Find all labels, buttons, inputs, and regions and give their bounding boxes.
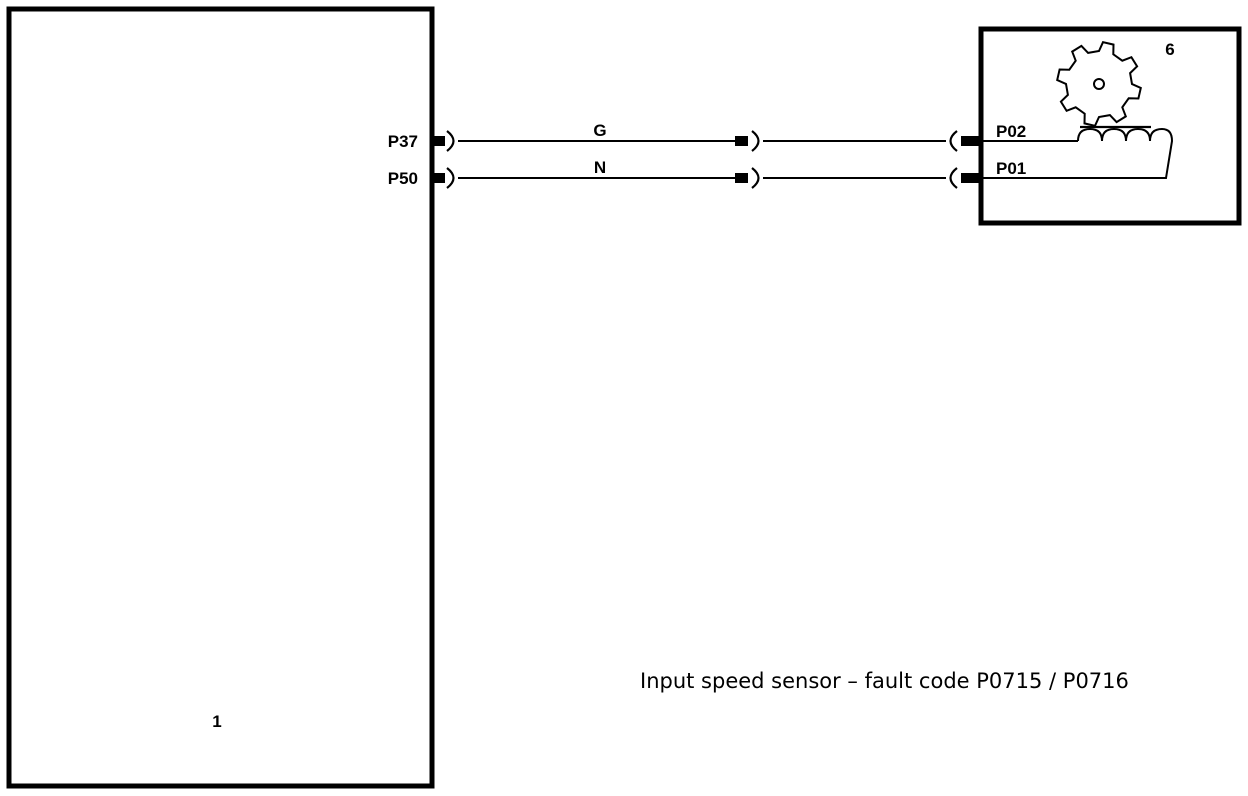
gear-outline xyxy=(1056,41,1142,127)
connector-socket-icon xyxy=(446,130,455,152)
wire-n: N xyxy=(432,158,981,189)
connector-pin-p50 xyxy=(432,173,445,183)
inline-connector-pin xyxy=(735,173,748,183)
connector-socket-icon xyxy=(751,130,760,152)
pin-label-p01: P01 xyxy=(996,159,1026,178)
connector-pin-p01 xyxy=(961,173,981,183)
toothed-wheel-icon xyxy=(1056,41,1142,127)
diagram-caption: Input speed sensor – fault code P0715 / … xyxy=(640,669,1129,693)
control-module-label: 1 xyxy=(212,712,221,731)
speed-sensor-box xyxy=(978,26,1242,226)
pin-label-p02: P02 xyxy=(996,122,1026,141)
connector-pin-p37 xyxy=(432,136,445,146)
connector-socket-icon xyxy=(446,167,455,189)
wire-g: G xyxy=(432,121,981,152)
wheel-hub-icon xyxy=(1093,78,1105,90)
connector-pin-p02 xyxy=(961,136,981,146)
wire-color-n: N xyxy=(594,158,606,177)
pin-label-p37: P37 xyxy=(388,132,418,151)
speed-sensor-label: 6 xyxy=(1165,40,1174,59)
inline-connector-pin xyxy=(735,136,748,146)
connector-socket-icon xyxy=(949,167,958,189)
wire-color-g: G xyxy=(593,121,606,140)
connector-socket-icon xyxy=(751,167,760,189)
connector-socket-icon xyxy=(949,130,958,152)
control-module-box xyxy=(6,6,435,789)
pin-label-p50: P50 xyxy=(388,169,418,188)
pickup-coil-icon xyxy=(983,125,1174,179)
